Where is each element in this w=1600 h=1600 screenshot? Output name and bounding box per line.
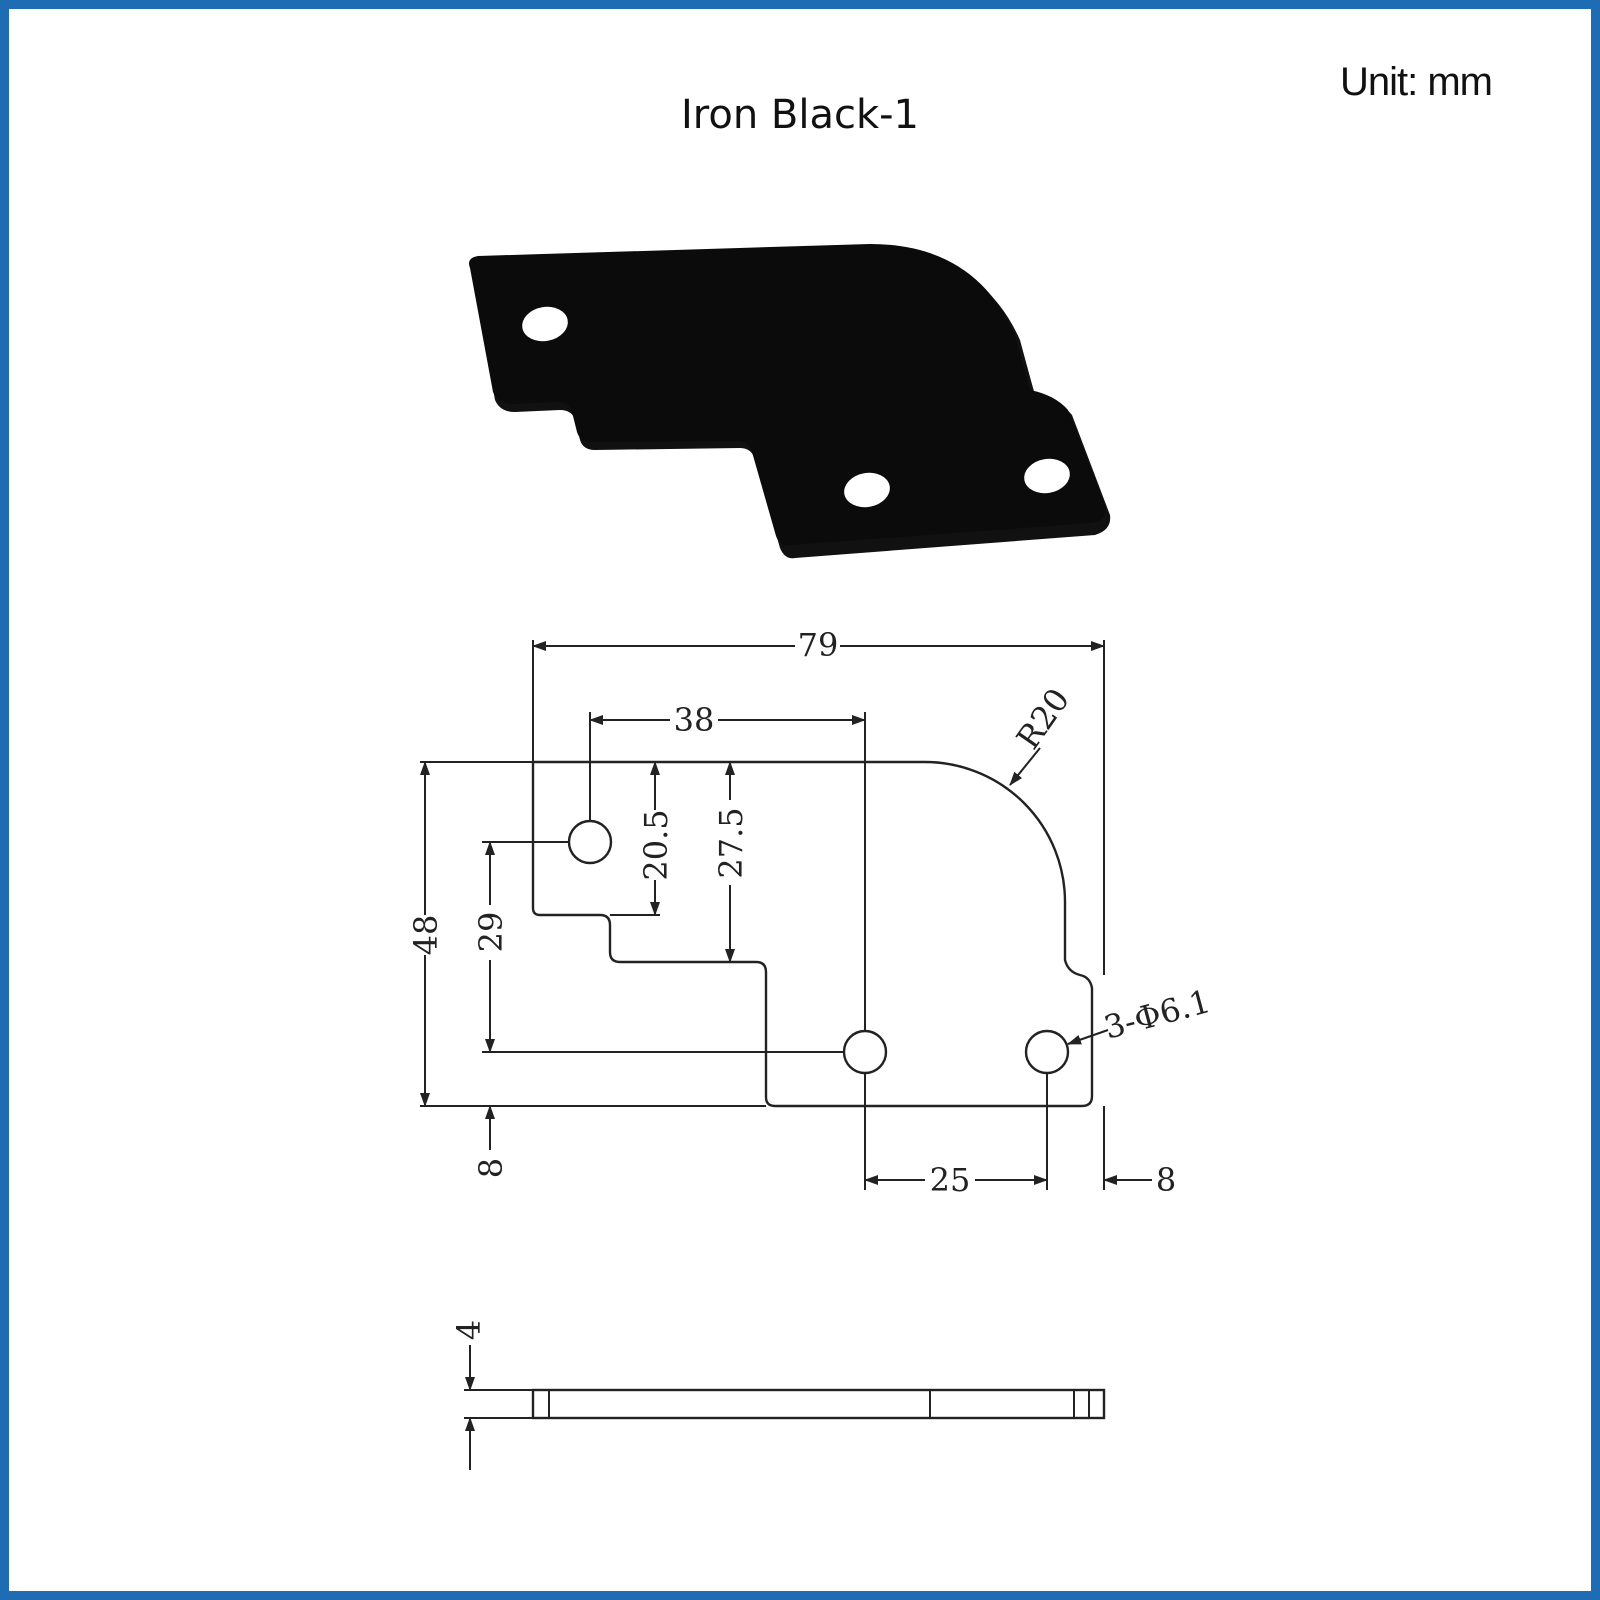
hole-top-left <box>567 819 613 865</box>
photo-hole-right <box>1024 458 1070 494</box>
dim-hole-spacing-top: 38 <box>674 701 715 739</box>
photo-hole-middle <box>844 472 890 508</box>
dim-thickness: 4 <box>450 1320 488 1340</box>
dim-right-offset: 8 <box>1156 1161 1176 1199</box>
drawing-plan-view <box>531 760 1094 1108</box>
dimension-labels: 79 38 R20 20.5 27.5 48 29 8 25 8 3-Φ6.1 <box>407 626 1214 1199</box>
hole-bottom-middle <box>842 1029 888 1075</box>
dimension-lines <box>420 641 1152 1185</box>
dim-holes: 3-Φ6.1 <box>1100 982 1214 1047</box>
product-title: Iron Black-1 <box>680 92 919 138</box>
drawing-side-view: 4 <box>450 1320 1106 1470</box>
dim-step-1: 20.5 <box>637 809 675 880</box>
plate-body <box>469 244 1106 546</box>
extension-lines <box>420 640 1105 1190</box>
dim-hole-height: 29 <box>472 912 510 953</box>
unit-label: Unit: mm <box>1340 60 1493 104</box>
product-photo <box>469 244 1111 559</box>
dim-step-2: 27.5 <box>712 807 750 878</box>
dim-hole-spacing-bottom: 25 <box>930 1161 971 1199</box>
dim-radius: R20 <box>1009 681 1077 756</box>
dim-height: 48 <box>407 915 445 956</box>
dim-bottom-offset: 8 <box>472 1158 510 1178</box>
photo-hole-left <box>522 306 568 342</box>
hole-bottom-right <box>1024 1029 1070 1075</box>
side-view-outline <box>531 1388 1106 1420</box>
plate-outline <box>531 760 1094 1108</box>
dim-overall-width: 79 <box>798 626 839 664</box>
